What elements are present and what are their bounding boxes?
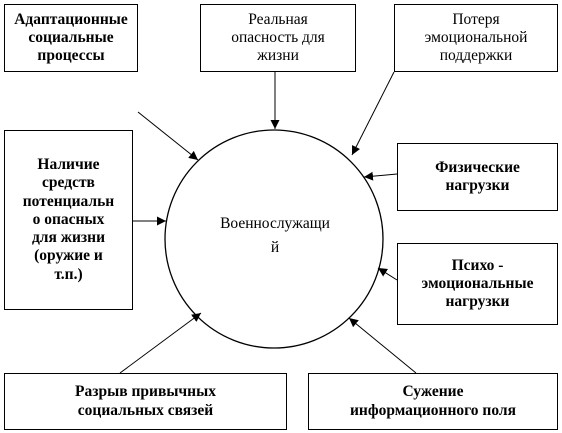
center-circle <box>164 129 384 349</box>
arrow-adaptation <box>137 111 199 161</box>
arrow-psycho-loads <box>377 267 398 281</box>
box-emotional-support-loss: Потеря эмоциональной поддержки <box>394 4 558 72</box>
box-adaptation-processes: Адаптационные социальные процессы <box>4 4 138 72</box>
box-psycho-emotional-loads: Психо - эмоциональные нагрузки <box>397 243 558 325</box>
arrow-info-narrowing <box>348 317 417 374</box>
box-social-ties-rupture: Разрыв привычных социальных связей <box>4 373 287 430</box>
arrow-support-loss <box>351 71 395 156</box>
box-dangerous-means: Наличие средств потенциальн о опасных дл… <box>4 130 133 310</box>
center-label: Военнослужащи й <box>220 215 330 257</box>
box-physical-loads: Физические нагрузки <box>397 143 558 211</box>
box-life-danger: Реальная опасность для жизни <box>200 4 356 72</box>
arrow-social-rupture <box>119 312 202 374</box>
box-information-narrowing: Сужение информационного поля <box>308 373 558 430</box>
arrow-physical-loads <box>363 171 398 181</box>
